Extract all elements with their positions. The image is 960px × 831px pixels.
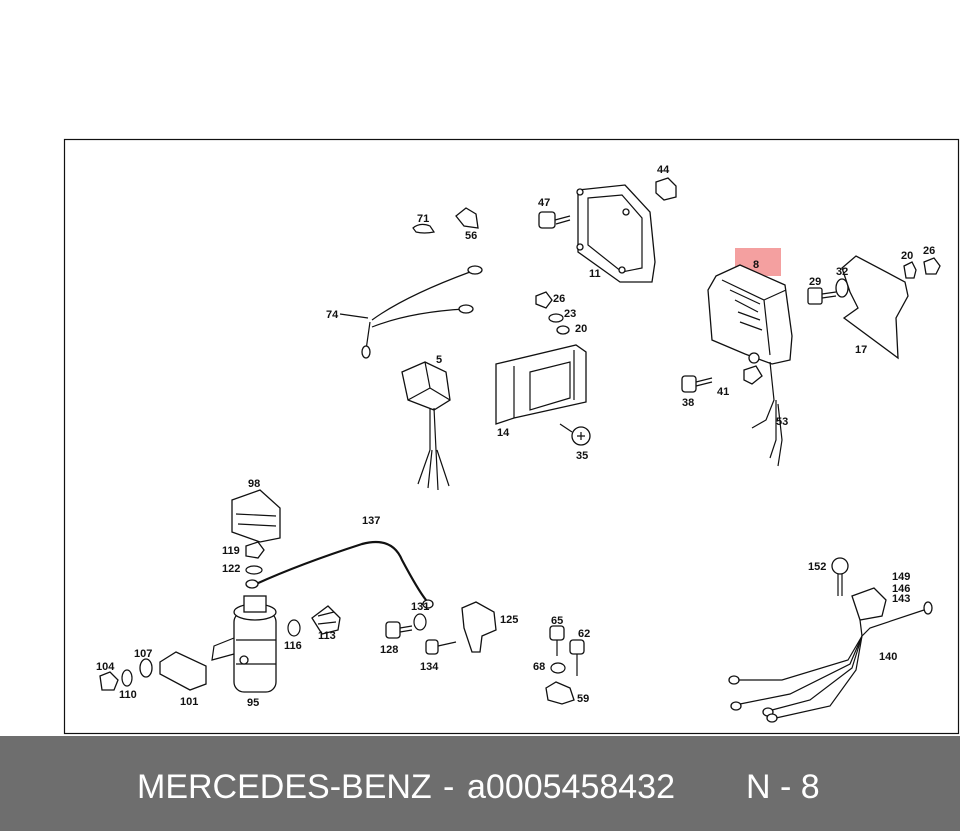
callout: 17 (855, 344, 867, 356)
callout: 8 (753, 259, 759, 271)
callout: 26 (553, 293, 565, 305)
callout: 62 (578, 628, 590, 640)
part-137-wire (245, 540, 434, 609)
part-number: a0005458432 (467, 768, 676, 806)
callout: 110 (119, 689, 137, 701)
part-134-screw (425, 639, 457, 655)
part-47-screw (538, 211, 571, 229)
brand-name: MERCEDES-BENZ (137, 768, 432, 806)
callout: 59 (577, 693, 589, 705)
part-71-washer (412, 223, 435, 234)
callout: 116 (284, 640, 302, 652)
callout: 107 (134, 648, 152, 660)
callout: 137 (362, 515, 380, 527)
part-56-bracket (455, 207, 479, 229)
callout: 20 (901, 250, 913, 262)
callout: 35 (576, 450, 588, 462)
callout: 41 (717, 386, 729, 398)
callout: 74 (326, 309, 339, 321)
part-152-screw (831, 557, 849, 596)
part-44-clip (655, 177, 677, 201)
part-17-plate (841, 255, 909, 360)
callout: 104 (96, 661, 115, 673)
part-20-washer (903, 261, 917, 279)
part-140-harness (728, 601, 933, 723)
part-62-screw (569, 639, 585, 676)
part-5-connector (401, 361, 451, 491)
callout: 5 (436, 354, 442, 366)
callout: 47 (538, 197, 550, 209)
part-65-screw (549, 625, 565, 656)
callout: 146 (892, 583, 910, 595)
part-128-screw (385, 621, 413, 639)
callout: 14 (497, 427, 510, 439)
callout: 149 (892, 571, 910, 583)
part-53-harness (751, 361, 783, 467)
callout: 143 (892, 593, 910, 605)
callout: 125 (500, 614, 518, 626)
callout: 101 (180, 696, 198, 708)
callout: 95 (247, 697, 259, 709)
part-11-control-unit (576, 184, 656, 283)
callout: 122 (222, 563, 240, 575)
callout: 29 (809, 276, 821, 288)
part-101-bracket (159, 651, 207, 691)
callout: 98 (248, 478, 260, 490)
part-74-cable (339, 265, 483, 359)
callout: 131 (411, 601, 429, 613)
part-38-screw (681, 375, 713, 393)
part-26-23-20-washers (535, 291, 570, 335)
callout-labels: 44 47 71 56 11 8 20 26 29 32 74 26 23 20… (96, 164, 935, 709)
part-68-washer (550, 662, 566, 674)
part-95-coil (211, 595, 277, 693)
callout: 71 (417, 213, 429, 225)
part-116-washer (287, 619, 301, 637)
part-14-bracket (495, 344, 587, 425)
callout: 113 (318, 630, 336, 642)
part-110-washer (121, 669, 133, 687)
diagram-frame (63, 138, 960, 735)
callout: 38 (682, 397, 694, 409)
part-98-cap (231, 489, 281, 543)
callout: 32 (836, 266, 848, 278)
part-41-clamp (743, 365, 763, 385)
part-107-washer (139, 658, 153, 678)
callout: 152 (808, 561, 826, 573)
part-131-washer (413, 613, 427, 631)
footer-separator: - (443, 768, 455, 806)
part-104-nut (99, 671, 119, 691)
part-35-screw (559, 423, 591, 446)
callout: 20 (575, 323, 587, 335)
part-29-bolt (807, 287, 837, 305)
part-26-nut (923, 257, 941, 275)
diagram-reference: N - 8 (746, 768, 820, 806)
part-119-nut (245, 541, 265, 559)
callout: 11 (589, 268, 601, 280)
callout: 23 (564, 308, 576, 320)
footer-bar: MERCEDES-BENZ - a0005458432 N - 8 (0, 736, 960, 831)
part-59-clip (545, 681, 575, 705)
callout: 44 (657, 164, 670, 176)
callout: 26 (923, 245, 935, 257)
callout: 68 (533, 661, 545, 673)
callout: 128 (380, 644, 398, 656)
callout: 56 (465, 230, 477, 242)
part-149-sensor (851, 587, 887, 637)
callout: 134 (420, 661, 439, 673)
callout: 53 (776, 416, 788, 428)
callout: 140 (879, 651, 897, 663)
part-8-module (707, 264, 793, 365)
callout: 65 (551, 615, 563, 627)
part-122-washer (245, 565, 263, 575)
part-125-connector (461, 601, 497, 653)
callout: 119 (222, 545, 240, 557)
part-113-rotor (311, 605, 341, 635)
